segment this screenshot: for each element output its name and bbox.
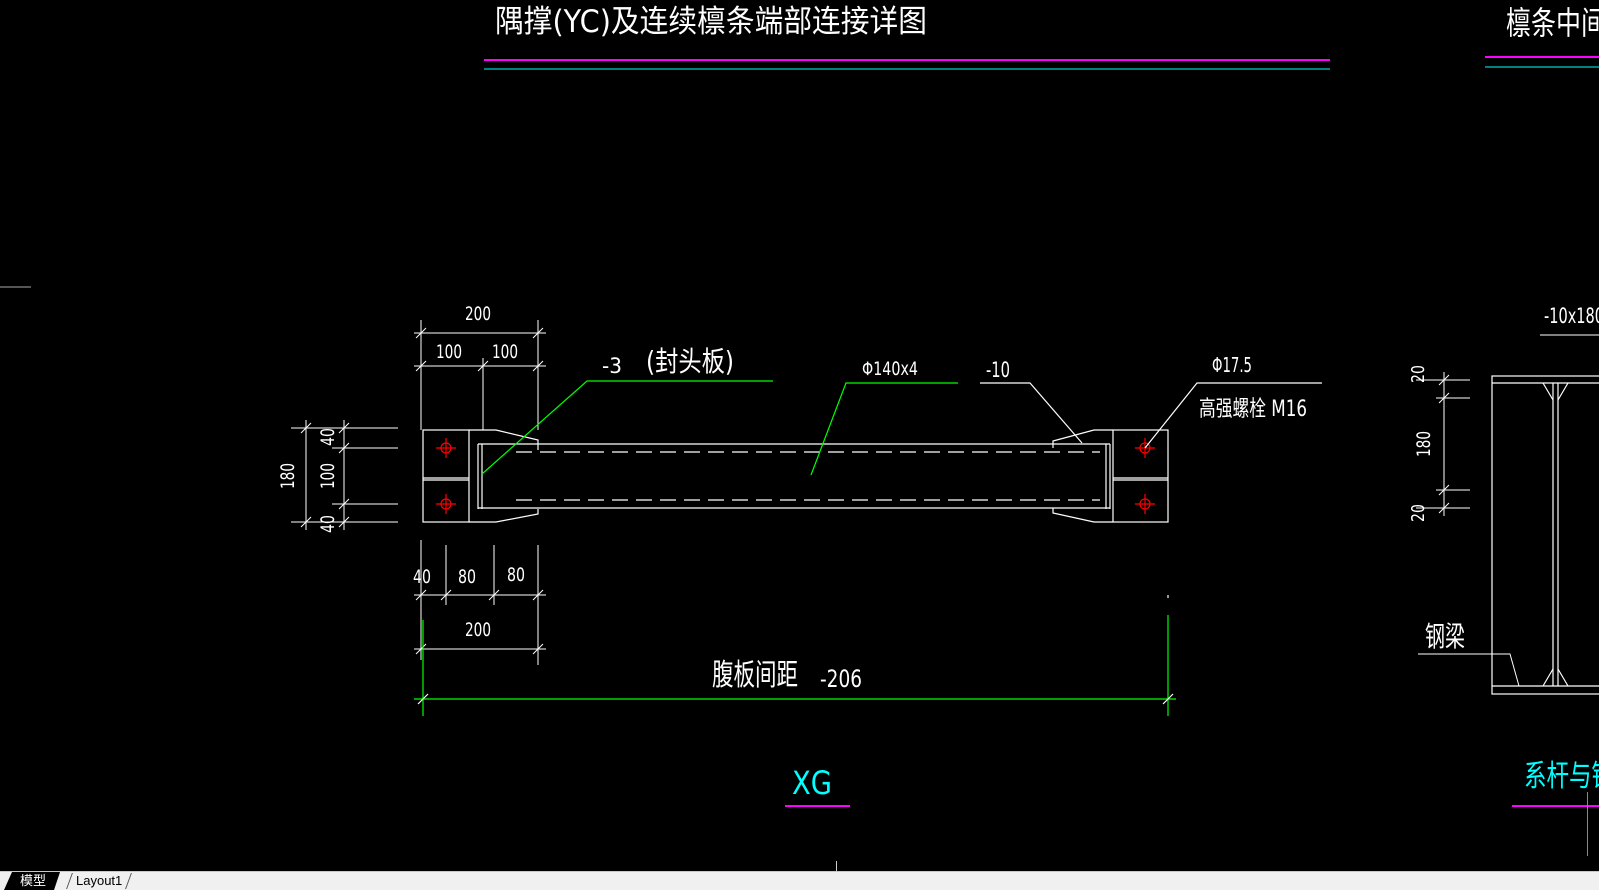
right-dimensions	[1416, 372, 1470, 516]
pipe-body	[478, 443, 1110, 509]
right-plate-assembly	[1052, 429, 1169, 523]
bolt-left-top	[436, 438, 456, 458]
dim-left-mid: 100	[317, 463, 339, 489]
cursor-crosshair-tick	[836, 861, 837, 871]
label-web-spacing: 腹板间距	[712, 658, 798, 693]
layout-tab-bar: 模型 Layout1	[0, 871, 1599, 890]
right-caption: 系杆与钢	[1524, 759, 1599, 794]
right-label-plate: -10x180	[1544, 304, 1599, 328]
bottom-dimensions	[414, 540, 546, 665]
dim-top-a: 100	[436, 341, 462, 363]
dim-left-top: 40	[317, 428, 339, 446]
dim-top-total: 200	[465, 303, 491, 325]
dim-bot-b: 80	[458, 566, 476, 588]
leader-plate	[481, 380, 773, 475]
tab-model[interactable]: 模型	[4, 872, 60, 890]
right-beam-leader	[1418, 653, 1520, 687]
bolt-right-bottom	[1135, 494, 1155, 514]
leader-lines	[481, 380, 1322, 476]
label-bolt: 高强螺栓 M16	[1199, 397, 1307, 422]
right-dim-top: 20	[1408, 365, 1429, 383]
dim-bot-c: 80	[507, 564, 525, 586]
top-dimensions	[414, 320, 546, 430]
right-title: 檩条中间	[1506, 4, 1599, 42]
right-beam-section	[1491, 375, 1599, 695]
drawing-canvas[interactable]: 隅撑(YC)及连续檩条端部连接详图 檩条中间 200 100 100	[0, 0, 1599, 871]
label-gusset: -10	[986, 358, 1010, 382]
label-hole: Φ17.5	[1212, 353, 1252, 377]
leader-gusset	[980, 382, 1083, 444]
right-dim-mid: 180	[1413, 431, 1435, 457]
right-dim-bot: 20	[1408, 504, 1429, 522]
dim-left-total: 180	[277, 463, 299, 489]
leader-pipe	[810, 382, 958, 476]
right-scroll-indicator[interactable]	[1587, 792, 1597, 856]
dim-bot-total: 200	[465, 619, 491, 641]
caption-xg: XG	[792, 764, 832, 802]
main-title: 隅撑(YC)及连续檩条端部连接详图	[495, 4, 927, 40]
label-pipe: Φ140x4	[862, 358, 918, 380]
leader-bolt	[1144, 382, 1322, 449]
dim-left-bot: 40	[317, 515, 339, 533]
tab-layout1[interactable]: Layout1	[66, 872, 132, 890]
dim-top-b: 100	[492, 341, 518, 363]
dim-bot-a: 40	[413, 566, 431, 588]
left-dimensions	[291, 420, 398, 530]
bolt-left-bottom	[436, 494, 456, 514]
label-plate: -3	[602, 354, 622, 378]
label-plate-name: (封头板)	[646, 345, 734, 378]
right-label-beam: 钢梁	[1425, 620, 1465, 653]
left-plate-assembly	[422, 429, 539, 523]
bolt-marks	[436, 438, 1155, 514]
web-spacing-dimension	[414, 595, 1176, 716]
label-web-value: -206	[820, 665, 862, 693]
